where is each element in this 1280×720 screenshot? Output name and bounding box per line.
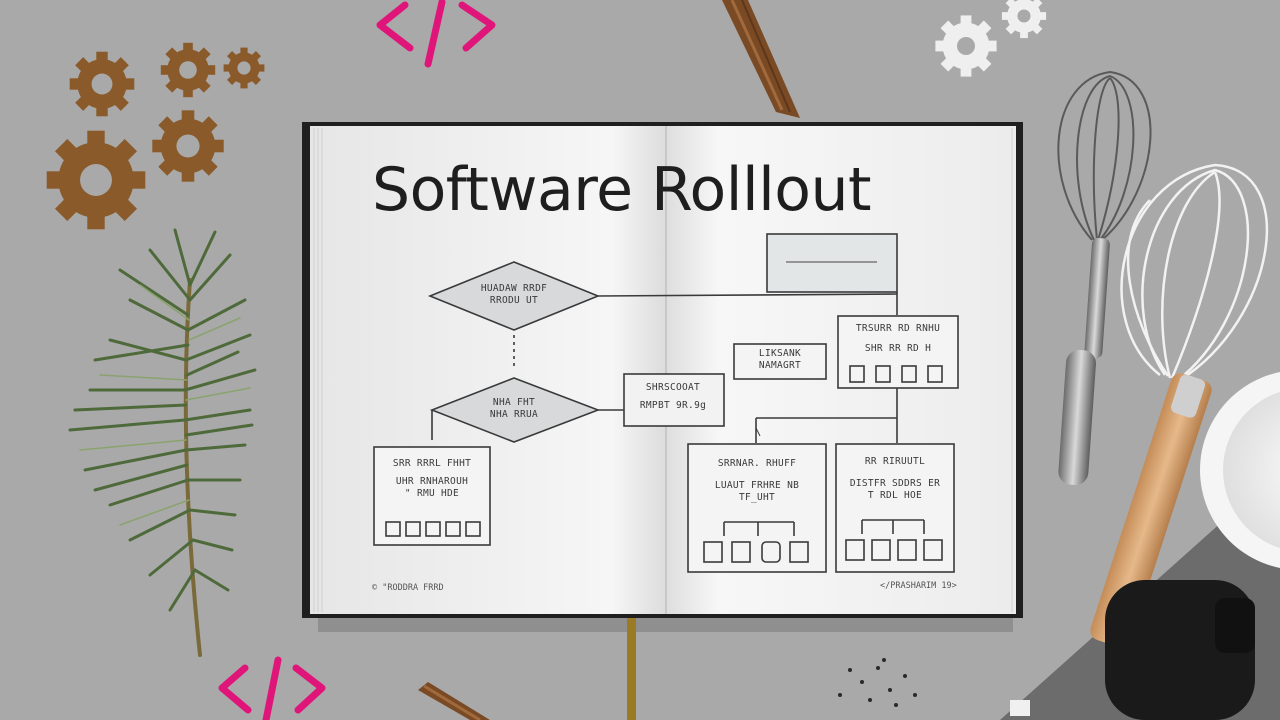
box-bottom-right-line-3: T RDL HOE (867, 490, 923, 501)
box-left-label: SRR RRRL FHHT UHR RNHAROUH " RMU HDE (376, 458, 488, 500)
box-bottom-right-line-1: RR RIRUUTL (864, 456, 926, 467)
box-center-top-line-2: NAMAGRT (758, 360, 802, 371)
box-right-top-label: TRSURR RD RNHU SHR RR RD H (840, 323, 956, 355)
diamond-mid-label: NHA FHT NHA RRUA (455, 397, 573, 421)
cinnamon-stick (418, 682, 490, 720)
box-center-top-label: LIKSANK NAMAGRT (736, 348, 824, 372)
box-overlay-line-1: SHRSCOOAT (645, 382, 701, 393)
page-footer-left: © "RODDRA FRRD (372, 583, 444, 593)
sugar-cube (1010, 700, 1030, 716)
box-bottom-mid-line-3: TF_UHT (738, 492, 776, 503)
diamond-mid-line-1: NHA FHT (492, 397, 536, 408)
box-overlay-label: SHRSCOOAT RMPBT 9R.9g (620, 382, 726, 412)
diamond-top-line-2: RRODU UT (489, 295, 539, 306)
gear-icon (46, 42, 265, 230)
box-bottom-right-label: RR RIRUUTL DISTFR SDDRS ER T RDL HOE (838, 456, 952, 502)
diamond-top-label: HUADAW RRDF RRODU UT (450, 283, 578, 307)
rosemary-sprig (68, 228, 257, 657)
code-brackets-icon (376, 0, 496, 68)
box-bottom-right-line-2: DISTFR SDDRS ER (849, 478, 941, 489)
flowchart (373, 233, 959, 573)
whisk-icon (1057, 70, 1152, 486)
box-center-top-line-1: LIKSANK (758, 348, 802, 359)
gear-icon (935, 0, 1047, 77)
spice-jar (1105, 580, 1255, 720)
whisk-icon (1090, 163, 1269, 648)
box-right-top-line-2: SHR RR RD H (864, 343, 932, 354)
box-left-line-2: UHR RNHAROUH (395, 476, 469, 487)
book-title: Software Rolllout (372, 155, 872, 225)
page-footer-right: </PRASHARIM 19> (880, 581, 957, 591)
box-left-line-3: " RMU HDE (404, 488, 460, 499)
box-bottom-mid-label: SRRNAR. RHUFF LUAUT FRHRE NB TF_UHT (690, 458, 824, 504)
cinnamon-stick (722, 0, 800, 118)
diamond-mid-line-2: NHA RRUA (489, 409, 539, 420)
code-brackets-icon (218, 656, 326, 720)
box-overlay-line-2: RMPBT 9R.9g (639, 400, 707, 411)
box-left-line-1: SRR RRRL FHHT (392, 458, 472, 469)
bowl (1200, 372, 1280, 568)
box-right-top-line-1: TRSURR RD RNHU (855, 323, 941, 334)
box-bottom-mid-line-2: LUAUT FRHRE NB (714, 480, 800, 491)
seeds (838, 658, 917, 707)
diamond-top-line-1: HUADAW RRDF (480, 283, 548, 294)
box-bottom-mid-line-1: SRRNAR. RHUFF (717, 458, 797, 469)
